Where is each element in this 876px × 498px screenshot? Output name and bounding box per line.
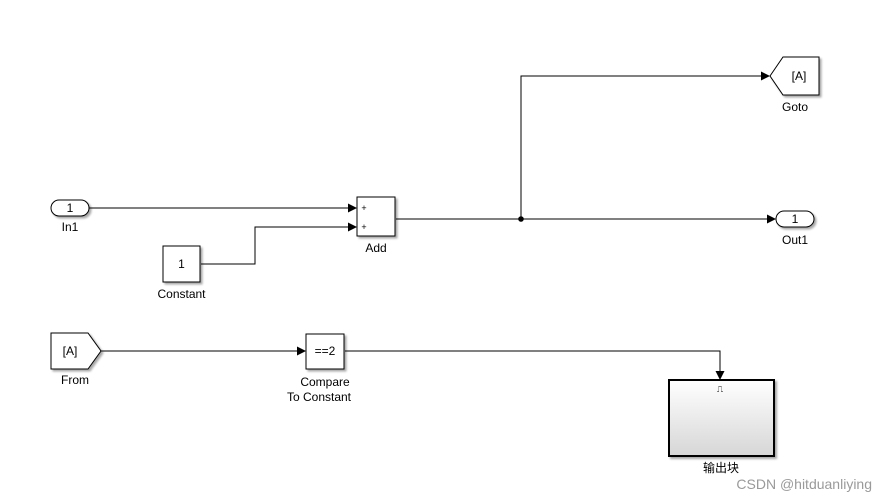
line-constant-to-add[interactable] <box>201 226 350 265</box>
goto-shape <box>769 56 820 96</box>
arrowheads <box>297 71 776 380</box>
in1-label: In1 <box>62 220 79 234</box>
compare-label-line1: Compare <box>300 375 350 389</box>
out1-port-shape <box>775 210 815 228</box>
signal-lines <box>89 75 770 372</box>
arrow-compare <box>297 346 306 356</box>
subsystem-block[interactable] <box>668 379 775 457</box>
goto-label: Goto <box>782 100 808 114</box>
from-shape <box>50 332 102 370</box>
add-label: Add <box>365 241 386 255</box>
add-sign-2: + <box>361 222 366 232</box>
goto-block[interactable] <box>769 56 820 96</box>
line-branch-to-goto[interactable] <box>520 75 762 219</box>
constant-value: 1 <box>178 257 185 271</box>
arrow-out1 <box>767 214 776 224</box>
in1-port-shape <box>50 199 90 217</box>
from-tag: [A] <box>63 344 78 358</box>
constant-block[interactable] <box>162 245 201 283</box>
constant-label: Constant <box>157 287 206 301</box>
add-sign-1: + <box>361 203 366 213</box>
arrow-add-port2 <box>348 222 357 232</box>
add-block[interactable] <box>356 196 396 237</box>
compare-expression: ==2 <box>315 344 336 358</box>
subsystem-label: 输出块 <box>703 460 739 475</box>
add-box <box>356 196 396 237</box>
from-label: From <box>61 373 89 387</box>
in1-block[interactable] <box>50 199 90 217</box>
arrow-goto <box>761 71 770 81</box>
compare-box <box>305 333 345 370</box>
branch-point <box>518 216 524 222</box>
goto-tag: [A] <box>792 69 807 83</box>
trigger-pulse-icon: ⎍ <box>717 384 724 394</box>
arrow-add-port1 <box>348 203 357 213</box>
subsystem-box <box>668 379 775 457</box>
arrow-subsystem-enable <box>715 371 725 380</box>
line-compare-to-subsystem[interactable] <box>345 350 721 372</box>
out1-block[interactable] <box>775 210 815 228</box>
out1-label: Out1 <box>782 233 808 247</box>
constant-box <box>162 245 201 283</box>
out1-port-number: 1 <box>792 212 799 226</box>
compare-label-line2: To Constant <box>287 390 352 404</box>
in1-port-number: 1 <box>67 201 74 215</box>
from-block[interactable] <box>50 332 102 370</box>
watermark: CSDN @hitduanliying <box>736 476 872 492</box>
compare-to-constant-block[interactable] <box>305 333 345 370</box>
